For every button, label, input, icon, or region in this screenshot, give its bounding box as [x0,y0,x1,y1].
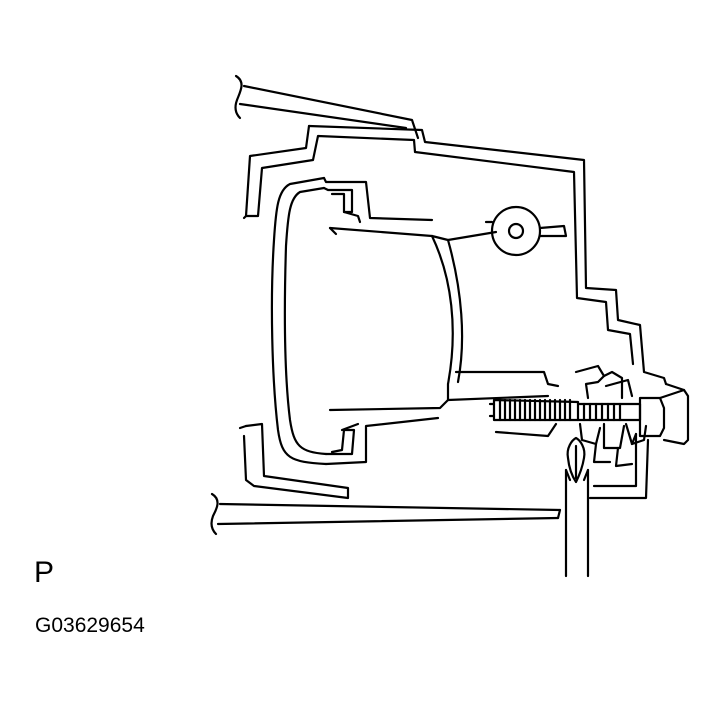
upper-body-panel [236,76,418,138]
reflector-bowl [330,228,558,410]
housing-lower-edge [240,424,348,498]
lamp-housing-outline [244,126,666,498]
aim-adjusting-screw [490,366,688,466]
screwdriver [566,438,588,576]
pivot-ball-joint [486,207,566,255]
view-letter-label: P [34,556,55,589]
lower-body-panel [212,494,560,534]
reflector-frame [272,178,438,464]
figure-code-label: G03629654 [35,614,145,637]
